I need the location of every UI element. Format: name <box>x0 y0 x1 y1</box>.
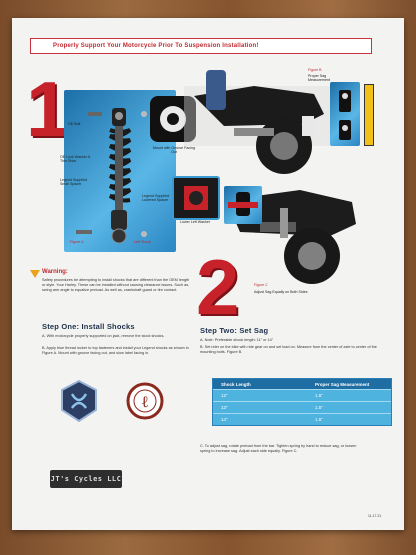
header-shock-length: Shock Length <box>221 381 251 387</box>
callout-oe-bolt: OE Bolt <box>68 122 81 126</box>
motorcycle-rear-photo <box>184 66 336 176</box>
figure-b-caption: Proper Sag Measurement <box>308 74 330 83</box>
washer-icon <box>184 186 208 210</box>
brand-roundel-logo: ℓ <box>126 382 164 420</box>
shock-length-cell: 12" <box>221 393 228 398</box>
sag-bracket-icon <box>339 90 351 140</box>
header-title: Properly Support Your Motorcycle Prior T… <box>53 43 259 49</box>
page-code: 11-17-21 <box>368 514 382 518</box>
sag-gauge-panel <box>330 82 360 146</box>
callout-mount-groove: Mount with Groove Facing Out <box>153 146 195 155</box>
step-one-title: Step One: Install Shocks <box>42 322 135 331</box>
mount-detail-image <box>150 96 196 142</box>
left-shock-label: Left Shock <box>134 240 151 244</box>
step-number-1: 1 <box>26 65 70 153</box>
callout-lowered-spacer: Legend Supplied Lowered Spacer <box>142 194 169 203</box>
sag-table-header: Shock Length Proper Sag Measurement <box>213 379 391 389</box>
table-row: 12" 1.5" <box>213 389 391 401</box>
step-two-item-b: B. Set rider on the bike with ride gear … <box>200 345 377 355</box>
shock-length-cell: 14" <box>221 417 228 422</box>
warning-title: Warning: <box>42 269 68 275</box>
figure-b-label: Figure B <box>308 68 322 72</box>
figure-c-label: Figure C <box>254 283 268 287</box>
instruction-sheet: Properly Support Your Motorcycle Prior T… <box>12 18 404 530</box>
shield-icon <box>61 379 97 423</box>
step-one-item-b: B. Apply blue thread locker to top faste… <box>42 346 189 356</box>
lower-washer-detail-image <box>172 176 220 220</box>
step-one-item-a: A. With motorcycle properly supported on… <box>42 334 165 338</box>
motorcycle-illustration <box>184 70 336 174</box>
shock-length-cell: 13" <box>221 405 228 410</box>
sag-value-cell: 1.5" <box>315 405 323 410</box>
callout-small-spacer: Legend Supplied Small Spacer <box>60 178 87 187</box>
header-bar: Properly Support Your Motorcycle Prior T… <box>30 38 372 54</box>
warning-icon <box>30 270 40 278</box>
legend-shield-logo <box>60 379 98 423</box>
wordmark-text: JT's Cycles LLC <box>50 475 122 483</box>
shock-absorber-illustration <box>76 108 147 244</box>
spanner-adjuster-icon <box>228 192 258 216</box>
figure-c-caption: Adjust Sag Equally on Both Sides <box>254 290 308 294</box>
header-proper-sag: Proper Sag Measurement <box>315 381 370 387</box>
figure-a-label: Figure A <box>70 240 84 244</box>
step-two-title: Step Two: Set Sag <box>200 326 269 335</box>
svg-text:ℓ: ℓ <box>141 394 149 411</box>
callout-oe-lock-washer: OE Lock Washer & Thin Shim <box>60 155 91 164</box>
table-row: 14" 1.5" <box>213 413 391 425</box>
step-two-item-c: C. To adjust sag, rotate preload from th… <box>200 444 357 454</box>
adjuster-detail-panel <box>224 186 262 224</box>
sag-value-cell: 1.5" <box>315 417 323 422</box>
measuring-tape-icon <box>364 84 374 146</box>
jts-cycles-wordmark: JT's Cycles LLC <box>50 470 122 488</box>
sag-table: Shock Length Proper Sag Measurement 12" … <box>212 378 392 426</box>
mount-bushing-icon <box>160 106 186 132</box>
roundel-icon: ℓ <box>126 382 164 420</box>
callout-lower-washer: Lower Left Washer <box>179 220 211 224</box>
warning-body: Safety procedures be attempting to insta… <box>42 278 190 293</box>
sag-value-cell: 1.5" <box>315 393 323 398</box>
step-two-item-a: A. Note: Preferable shock length: 11" or… <box>200 338 274 342</box>
step-number-2: 2 <box>196 243 240 331</box>
table-row: 13" 1.5" <box>213 401 391 413</box>
